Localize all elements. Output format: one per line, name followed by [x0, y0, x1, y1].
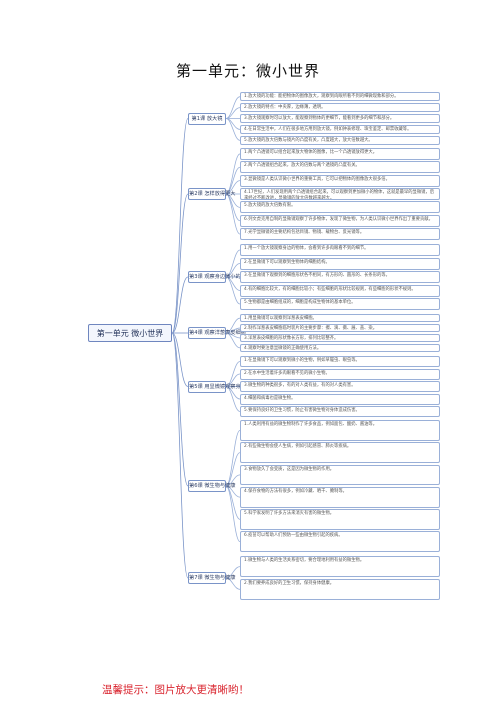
leaf-4-1: 1.用显微镜可以观察到洋葱表皮细胞。: [240, 314, 440, 323]
leaf-6-2: 2.有些微生物会使人生病，例如引起感冒、肺炎等疾病。: [240, 442, 440, 463]
leaf-6-6: 6.疫苗可以帮助人们预防一些由微生物引起的疾病。: [240, 531, 440, 552]
leaf-5-2: 2.在水中生活着许多肉眼看不见的微小生物。: [240, 368, 440, 380]
leaf-2-3: 3.显微镜是人类认识微小世界的重要工具，它可以把物体的图像放大很多倍。: [240, 174, 440, 187]
leaf-6-4: 4.保存食物的方法有很多，例如冷藏、晒干、腌制等。: [240, 486, 440, 508]
leaf-6-5: 5.科学家发明了许多方法来消灭有害的微生物。: [240, 509, 440, 530]
leaf-6-1: 1.人类利用有益的微生物制作了许多食品，例如面包、酸奶、酱油等。: [240, 420, 440, 441]
leaf-3-2: 2.在显微镜下可以观察到生物体的细胞结构。: [240, 257, 440, 270]
leaf-2-5: 5.放大镜的放大倍数有限。: [240, 201, 440, 214]
leaf-1-4: 4.在日常生活中，人们在很多地方用到放大镜，例如钟表修理、珠宝鉴定、邮票收藏等。: [240, 124, 440, 135]
branch-4: 第4课 观察洋葱表皮细胞: [188, 327, 246, 339]
leaf-2-2: 2.两个凸透镜组合起来，放大的倍数与两个透镜的凸度有关。: [240, 161, 440, 174]
leaf-3-5: 5.生物都是由细胞组成的，细胞是构成生物体的基本单位。: [240, 298, 440, 310]
leaf-1-1: 1.放大镜的功能：能把物体的图像放大，观察到肉眼所看不到的细微现象和部分。: [240, 92, 440, 102]
leaf-3-3: 3.在显微镜下观察到的细胞形状各不相同，有方形的、圆形的、长条形的等。: [240, 271, 440, 283]
leaf-7-2: 2.我们要养成良好的卫生习惯，保持身体健康。: [240, 578, 440, 600]
leaf-2-6: 6.列文虎克用自制的显微镜观察了许多物体，发现了微生物，为人类认识微小世界作出了…: [240, 214, 440, 227]
leaf-5-5: 5.要保持良好的卫生习惯，防止有害微生物对身体造成伤害。: [240, 406, 440, 417]
leaf-1-5: 5.放大镜的放大倍数与镜片的凸度有关，凸度越大，放大倍数越大。: [240, 135, 440, 145]
leaf-4-4: 4.观察时要注意显微镜的正确使用方法。: [240, 343, 440, 352]
leaf-5-1: 1.在显微镜下可以观察到微小的生物，例如草履虫、眼虫等。: [240, 356, 440, 367]
leaf-2-7: 7.光学显微镜的主要结构包括目镜、物镜、载物台、反光镜等。: [240, 228, 440, 240]
leaf-2-1: 1.两个凸透镜可以组合起来放大物体的图像，比一个凸透镜放得更大。: [240, 148, 440, 160]
leaf-7-1: 1.微生物与人类的生活关系密切，要合理地利用有益的微生物。: [240, 556, 440, 578]
leaf-3-1: 1.用一个放大镜观察身边的物体，会看到许多肉眼看不到的细节。: [240, 244, 440, 256]
leaf-5-3: 3.微生物的种类很多，有的对人类有益，有的对人类有害。: [240, 381, 440, 392]
leaf-3-4: 4.有的细胞比较大，有的细胞比较小；有些细胞的形状比较规则，有些细胞的形状不规则…: [240, 284, 440, 297]
leaf-4-3: 3.洋葱表皮细胞的形状像长方形，排列比较整齐。: [240, 333, 440, 343]
leaf-5-4: 4.细菌和病毒也是微生物。: [240, 393, 440, 405]
branch-6: 第6课 微生物与健康: [188, 480, 235, 492]
leaf-1-3: 3.放大镜观察时可以放大，能观察到物体的更细节，能看到更多的细节和部分。: [240, 113, 440, 124]
branch-2: 第2课 怎样放得更大: [188, 188, 235, 200]
branch-1: 第1课 放大镜: [188, 112, 226, 125]
leaf-2-4: 4.17世纪，人们发现用两个凸透镜组合起来，可以观察到更加微小的物体，这就是最早…: [240, 188, 440, 200]
branch-5: 第5课 用显微镜观察身边的生命世界: [188, 380, 272, 393]
leaf-1-2: 2.放大镜的特点：中央厚，边缘薄，透明。: [240, 102, 440, 113]
leaf-6-3: 3.食物放久了会变质，这是因为微生物的作用。: [240, 464, 440, 486]
page-title: 第一单元：微小世界: [175, 62, 320, 80]
leaf-4-2: 2.制作洋葱表皮细胞临时装片的主要步骤：擦、滴、撕、展、盖、染。: [240, 323, 440, 333]
branch-7: 第7课 微生物与健康: [188, 572, 235, 584]
footer-hint: 温馨提示：图片放大更清晰哟！: [102, 684, 249, 696]
mindmap-root: 第一单元 微小世界: [88, 324, 172, 342]
branch-3: 第3课 观察身边微小的物体: [188, 271, 251, 283]
